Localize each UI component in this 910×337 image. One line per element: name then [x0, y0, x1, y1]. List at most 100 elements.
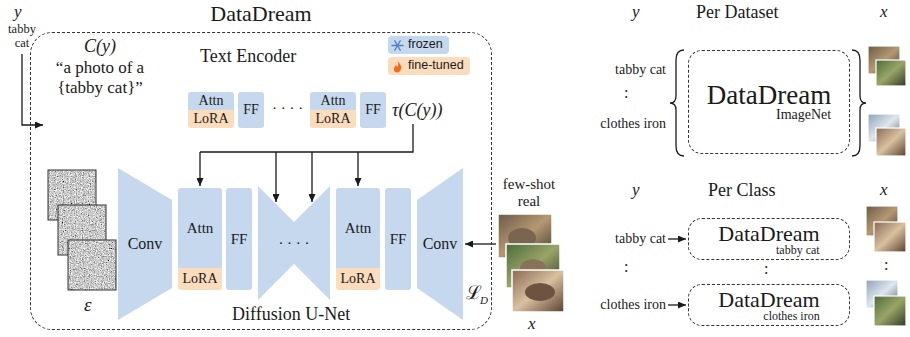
diagram-title: DataDream	[210, 1, 311, 26]
feedforward-block: FF	[360, 92, 386, 128]
model-name: DataDreamImageNet	[707, 82, 831, 122]
model-subscript: ImageNet	[707, 108, 831, 122]
attention-block: AttnLoRA	[178, 188, 222, 290]
dataset-photos	[868, 46, 906, 156]
prompt-template: C(y)	[84, 36, 116, 57]
model-label: DataDream	[707, 82, 831, 109]
art-rect	[876, 60, 906, 86]
art-rect	[68, 240, 116, 290]
snowflake-arm	[395, 40, 401, 50]
conv-block: Conv	[118, 168, 172, 320]
trapezoid-shape	[118, 168, 172, 320]
panel-title: Per Dataset	[696, 2, 778, 23]
unet-bottleneck: · · · ·	[258, 186, 330, 300]
class-name: tabby cat	[4, 22, 40, 51]
class-name: tabby cat	[590, 231, 666, 247]
feedforward-block: FF	[238, 92, 264, 128]
attention-label: Attn	[321, 93, 346, 108]
few-shot-photos	[498, 214, 564, 312]
lora-part: LoRA	[310, 110, 356, 128]
model-name: DataDreamtabby cat	[718, 223, 819, 256]
block-label: FF	[365, 102, 381, 117]
arrow	[668, 304, 686, 305]
lora-label: LoRA	[316, 111, 351, 126]
noise-images	[48, 170, 116, 290]
arrow	[668, 238, 686, 239]
loss-subscript: D	[480, 294, 488, 307]
block-label: FF	[243, 102, 259, 117]
art-path	[852, 50, 866, 156]
ellipsis: · · · ·	[272, 100, 303, 117]
art-rect	[68, 240, 116, 290]
art-rect	[876, 128, 906, 156]
legend-entry: frozen	[388, 36, 449, 54]
snowflake-icon	[391, 39, 404, 52]
attention-part: Attn	[188, 92, 234, 110]
variable-label: x	[880, 2, 888, 22]
variable-label: y	[632, 2, 640, 22]
model-box: DataDreamImageNet	[688, 50, 850, 154]
class-name: clothes iron	[590, 297, 666, 313]
bottleneck-shape	[258, 186, 330, 300]
variable-label: x	[880, 180, 888, 200]
arrow	[22, 54, 43, 125]
data-label: few-shot real	[494, 176, 564, 211]
attention-part: Attn	[336, 188, 380, 268]
attention-label: Attn	[187, 220, 214, 237]
attention-label: Attn	[199, 93, 224, 108]
arrow	[357, 152, 358, 186]
model-label: DataDream	[718, 223, 819, 245]
panel-title: Per Class	[708, 180, 776, 201]
model-box: DataDreamtabby cat	[688, 218, 850, 260]
attention-part: Attn	[310, 92, 356, 110]
feedforward-block: FF	[385, 188, 411, 290]
legend-swatch: frozen	[388, 36, 449, 54]
lora-part: LoRA	[178, 268, 222, 290]
trapezoid-shape	[417, 168, 463, 320]
flame-icon	[391, 60, 404, 73]
ellipsis: :	[884, 256, 888, 274]
model-name: DataDreamclothes iron	[718, 289, 819, 322]
model-subscript: tabby cat	[718, 244, 819, 256]
attention-label: Attn	[345, 220, 372, 237]
prompt-text: “a photo of a {tabby cat}”	[42, 58, 158, 97]
legend-text: frozen	[408, 38, 443, 52]
conv-block: Conv	[417, 168, 463, 320]
attention-block: AttnLoRA	[336, 188, 380, 290]
feedforward-block: FF	[226, 188, 252, 290]
class-name: tabby cat	[590, 62, 666, 78]
block-label: · · · ·	[278, 235, 309, 252]
loss-symbol: ℒ	[466, 282, 482, 304]
arrow	[275, 152, 276, 202]
lora-part: LoRA	[188, 110, 234, 128]
class-photos	[866, 206, 906, 326]
model-label: DataDream	[718, 289, 819, 311]
ellipsis: :	[624, 258, 628, 276]
variable-label: y	[632, 180, 640, 200]
ellipsis: :	[624, 84, 628, 102]
lora-label: LoRA	[194, 111, 229, 126]
art-rect	[874, 222, 906, 252]
ellipsis: :	[764, 260, 768, 278]
art-rect	[874, 296, 906, 326]
snowflake-arm	[395, 40, 401, 50]
arrow	[311, 152, 312, 202]
legend-swatch: fine-tuned	[388, 57, 470, 75]
lora-label: LoRA	[341, 271, 376, 286]
arrow	[200, 124, 413, 152]
braces	[670, 50, 866, 156]
module-title: Text Encoder	[200, 46, 296, 67]
legend-entry: fine-tuned	[388, 57, 470, 75]
block-label: FF	[231, 231, 248, 248]
lora-label: LoRA	[183, 271, 218, 286]
noise-symbol: ε	[84, 294, 92, 316]
flame-shape	[394, 61, 401, 73]
block-label: Conv	[128, 235, 163, 253]
lora-part: LoRA	[336, 268, 380, 290]
text-embedding: τ(C(y))	[392, 100, 442, 121]
model-box: DataDreamclothes iron	[688, 284, 850, 326]
art-rect	[512, 270, 564, 312]
model-subscript: clothes iron	[718, 310, 819, 322]
attention-block: AttnLoRA	[188, 92, 234, 128]
